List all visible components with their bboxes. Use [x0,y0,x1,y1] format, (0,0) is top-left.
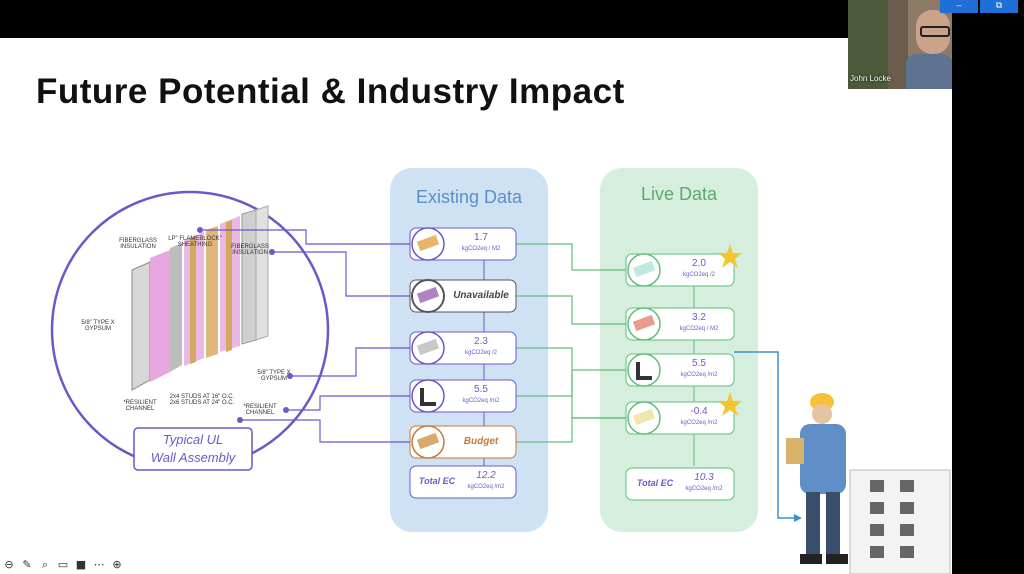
minimize-button[interactable]: ‒ [940,0,978,13]
star-icon [718,392,742,416]
wall-assembly-illustration [131,205,269,391]
existing-row3-value: 2.3 [474,336,488,347]
live-header: Live Data [641,184,718,204]
existing-total-value: 12.2 [476,470,496,481]
label-typex-right: 5/8" TYPE X GYPSUM [257,370,291,382]
existing-row4-value: 5.5 [474,384,488,395]
live-row2-value: 3.2 [692,312,706,323]
live-total-value: 10.3 [694,472,714,483]
live-total-label: Total EC [636,478,674,488]
existing-rows [409,227,517,499]
live-row4-unit: kgCO2eq /m2 [680,420,718,426]
existing-total-unit: kgCO2eq /m2 [467,484,505,490]
existing-row1-value: 1.7 [474,232,488,243]
existing-row3-unit: kgCO2eq /2 [464,350,498,356]
assembly-title-line1: Typical UL [162,432,224,447]
forward-icon[interactable]: ⊕ [112,558,122,571]
back-icon[interactable]: ⊖ [4,558,14,571]
assembly-title-line2: Wall Assembly [150,450,236,465]
zoom-icon[interactable]: ⌕ [41,558,49,571]
more-icon[interactable]: ⋯ [93,558,105,571]
popout-button[interactable]: ⧉ [980,0,1018,13]
side-bar [952,38,1024,574]
live-row3-value: 5.5 [692,358,706,369]
live-total-unit: kgCO2eq /m2 [685,486,723,492]
purple-connectors [200,229,410,443]
participant-name: John Locke [850,74,891,83]
worker-illustration [786,393,951,574]
existing-row1-unit: kgCO2eq / M2 [461,246,501,252]
green-connectors [516,243,626,443]
label-typex-left: 5/8" TYPE X GYPSUM [81,320,115,332]
existing-header: Existing Data [416,187,523,207]
pen-icon[interactable]: ✎ [22,558,32,571]
slide-diagram: Existing Data Live Data [50,168,951,574]
glasses-icon [920,26,950,37]
captions-icon[interactable]: ▭ [57,558,69,571]
star-icon [718,244,742,268]
existing-row2-value: Unavailable [453,290,509,301]
label-fiberglass-right: FIBERGLASS INSULATION [231,244,269,256]
result-arrow [734,351,794,519]
live-row2-unit: kgCO2eq / M2 [679,326,719,332]
slide-title: Future Potential & Industry Impact [36,72,625,111]
live-rows [625,244,742,501]
existing-row5-value: Budget [463,436,499,447]
presentation-toolbar: ⊖ ✎ ⌕ ▭ ■ ⋯ ⊕ [2,558,124,572]
live-row1-unit: kgCO2eq /2 [682,272,716,278]
label-studs: 2x4 STUDS AT 16" O.C. 2x6 STUDS AT 24" O… [169,394,235,406]
label-resilient-left: *RESILIENT CHANNEL [123,400,157,412]
live-row4-value: -0.4 [690,406,708,417]
label-resilient-right: *RESILIENT CHANNEL [243,404,277,416]
camera-icon[interactable]: ■ [75,558,87,571]
live-row3-unit: kgCO2eq /m2 [680,372,718,378]
existing-row4-unit: kgCO2eq /m2 [462,398,500,404]
label-sheathing: LP" FLAMEBLOCK" SHEATHING [168,236,222,248]
video-background [848,0,888,89]
existing-total-label: Total EC [418,476,456,486]
assembly-title-box [133,427,253,471]
label-fiberglass-left: FIBERGLASS INSULATION [119,238,157,250]
live-row1-value: 2.0 [692,258,706,269]
participant-shirt [906,54,952,89]
